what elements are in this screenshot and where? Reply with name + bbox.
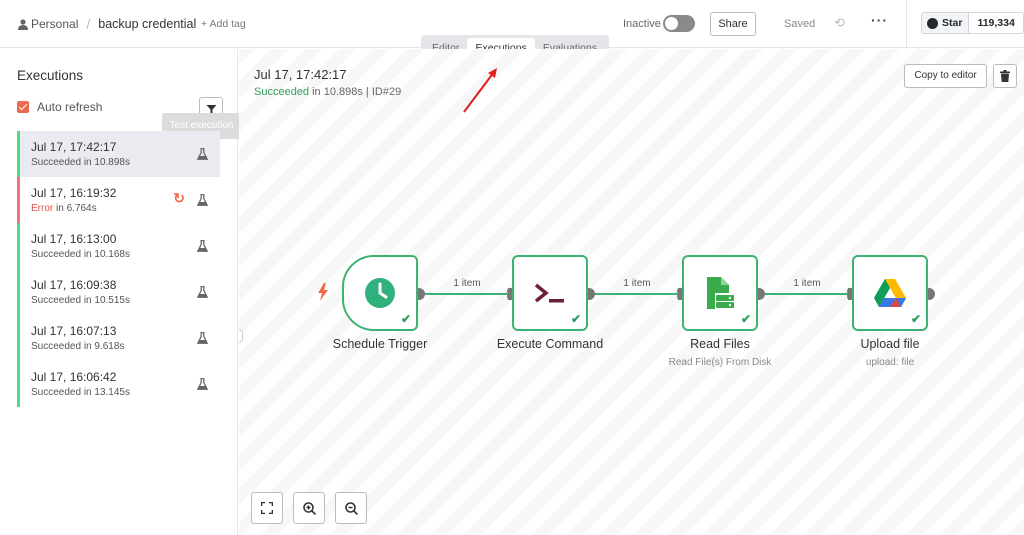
clock-icon (365, 278, 395, 308)
google-drive-icon (874, 279, 906, 307)
edge-item-count: 1 item (793, 278, 821, 289)
breadcrumb-project[interactable]: Personal (31, 17, 79, 31)
execution-list: Jul 17, 17:42:17 Succeeded in 10.898s Ju… (17, 131, 220, 407)
input-handle[interactable] (508, 288, 514, 300)
workflow-canvas[interactable]: Jul 17, 17:42:17 Succeeded in 10.898s | … (239, 49, 1024, 535)
workflow-name[interactable]: backup credential (98, 17, 197, 31)
execution-status: Succeeded in 10.168s (31, 249, 130, 260)
auto-refresh-label: Auto refresh (37, 100, 103, 114)
node-label: Schedule Trigger (332, 337, 428, 351)
github-icon (927, 17, 938, 29)
flask-icon (197, 194, 208, 206)
input-handle[interactable] (848, 288, 854, 300)
flask-icon (197, 332, 208, 344)
execution-time: Jul 17, 16:06:42 (31, 370, 117, 384)
zoom-out-icon (344, 501, 358, 515)
fit-view-button[interactable] (251, 492, 283, 524)
execution-status: Succeeded in 13.145s (31, 387, 130, 398)
github-star-label: Star (942, 17, 963, 29)
zoom-in-icon (302, 501, 316, 515)
execution-detail-time: Jul 17, 17:42:17 (254, 67, 347, 82)
divider (906, 0, 907, 48)
flask-icon (197, 286, 208, 298)
execution-status: Succeeded in 10.515s (31, 295, 130, 306)
success-check-icon: ✔ (910, 312, 921, 326)
execution-time: Jul 17, 16:13:00 (31, 232, 117, 246)
share-button[interactable]: Share (710, 12, 756, 36)
node-upload-file[interactable]: ✔ (852, 255, 928, 331)
execution-item[interactable]: Jul 17, 16:09:38 Succeeded in 10.515s (17, 269, 220, 315)
node-label: Execute Command (496, 337, 604, 351)
node-schedule-trigger[interactable]: ✔ (342, 255, 418, 331)
execution-detail-status: Succeeded in 10.898s | ID#29 (254, 86, 402, 98)
active-toggle[interactable] (663, 15, 695, 32)
auto-refresh-checkbox[interactable]: Auto refresh (17, 100, 102, 114)
flask-icon (197, 378, 208, 390)
execution-item[interactable]: Jul 17, 16:19:32 Error in 6.764s ↻ (17, 177, 220, 223)
add-tag-button[interactable]: + Add tag (201, 18, 246, 30)
executions-sidebar: Executions Auto refresh Test execution J… (0, 49, 241, 535)
github-star-count[interactable]: 119,334 (969, 13, 1023, 33)
execution-item[interactable]: Jul 17, 17:42:17 Succeeded in 10.898s (17, 131, 220, 177)
zoom-in-button[interactable] (293, 492, 325, 524)
execution-time: Jul 17, 16:19:32 (31, 186, 117, 200)
execution-time: Jul 17, 16:07:13 (31, 324, 117, 338)
copy-to-editor-button[interactable]: Copy to editor (904, 64, 987, 88)
execution-time: Jul 17, 16:09:38 (31, 278, 117, 292)
execution-status: Error in 6.764s (31, 203, 97, 214)
trigger-bolt-icon (318, 283, 328, 301)
execution-item[interactable]: Jul 17, 16:07:13 Succeeded in 9.618s (17, 315, 220, 361)
edge-item-count: 1 item (453, 278, 481, 289)
file-disk-icon (707, 277, 734, 309)
success-check-icon: ✔ (570, 312, 581, 326)
execution-time: Jul 17, 17:42:17 (31, 140, 117, 154)
github-star-button[interactable]: Star (922, 13, 970, 33)
breadcrumb-separator: / (86, 16, 91, 32)
edge-item-count: 1 item (623, 278, 651, 289)
history-icon[interactable]: ⟲ (834, 15, 845, 30)
saved-status: Saved (784, 18, 816, 30)
node-subtitle: Read File(s) From Disk (668, 357, 772, 368)
node-label: Read Files (690, 337, 750, 351)
execution-status: Succeeded in 9.618s (31, 341, 125, 352)
flask-icon (197, 240, 208, 252)
flask-icon (197, 148, 208, 160)
success-check-icon: ✔ (740, 312, 751, 326)
terminal-icon (534, 283, 564, 303)
retry-icon[interactable]: ↻ (173, 190, 185, 206)
delete-execution-button[interactable] (993, 64, 1017, 88)
fit-view-icon (261, 502, 273, 514)
execution-status: Succeeded in 10.898s (31, 157, 130, 168)
node-execute-command[interactable]: ✔ (512, 255, 588, 331)
sidebar-title: Executions (17, 68, 84, 83)
checkbox-checked-icon[interactable] (17, 101, 29, 113)
filter-icon (206, 104, 216, 114)
zoom-out-button[interactable] (335, 492, 367, 524)
active-status-label: Inactive (623, 18, 661, 30)
github-star-widget[interactable]: Star 119,334 (921, 12, 1024, 34)
node-subtitle: upload: file (865, 357, 915, 368)
node-label: Upload file (860, 337, 920, 351)
success-check-icon: ✔ (400, 312, 411, 326)
node-read-files[interactable]: ✔ (682, 255, 758, 331)
more-options-icon[interactable]: ··· (871, 12, 888, 28)
trash-icon (1000, 70, 1010, 82)
input-handle[interactable] (678, 288, 684, 300)
execution-item[interactable]: Jul 17, 16:06:42 Succeeded in 13.145s (17, 361, 220, 407)
execution-item[interactable]: Jul 17, 16:13:00 Succeeded in 10.168s (17, 223, 220, 269)
user-icon (18, 18, 28, 30)
breadcrumb: Personal / backup credential (18, 16, 196, 32)
